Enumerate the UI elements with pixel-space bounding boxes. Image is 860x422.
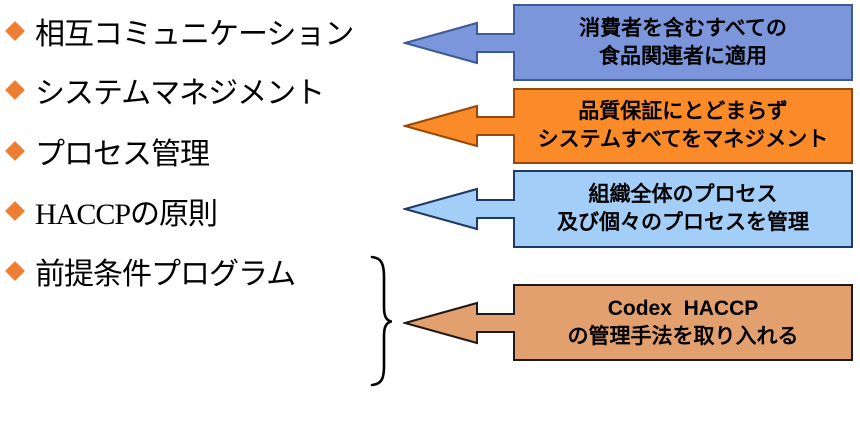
callout-text-line1: 組織全体のプロセス: [588, 183, 778, 206]
left-arrow-icon: [403, 21, 515, 64]
callout-text-line1: 品質保証にとどまらず: [578, 100, 788, 123]
diamond-bullet-icon: [5, 141, 25, 161]
list-item-label: HACCPの原則: [35, 198, 218, 231]
list-item-label: システムマネジメント: [35, 77, 325, 110]
callout-beyond-quality-assurance: 品質保証にとどまらず システムすべてをマネジメント: [403, 88, 853, 164]
callout-text-line2: システムすべてをマネジメント: [537, 128, 829, 151]
left-arrow-icon: [403, 301, 515, 344]
callout-codex-haccp: Codex HACCP の管理手法を取り入れる: [403, 284, 853, 361]
diamond-bullet-icon: [5, 261, 25, 281]
callout-box: 消費者を含むすべての 食品関連者に適用: [513, 4, 853, 81]
list-item-prerequisite-programs: 前提条件プログラム: [5, 249, 296, 293]
list-item-label: 相互コミュニケーション: [35, 18, 354, 51]
list-item-mutual-communication: 相互コミュニケーション: [5, 9, 354, 53]
list-item-label: プロセス管理: [35, 138, 210, 171]
callout-box: 品質保証にとどまらず システムすべてをマネジメント: [513, 88, 853, 164]
callout-applies-to-all: 消費者を含むすべての 食品関連者に適用: [403, 4, 853, 81]
list-item-process-control: プロセス管理: [5, 129, 210, 173]
diamond-bullet-icon: [5, 201, 25, 221]
callout-text-line1: Codex HACCP: [607, 296, 759, 320]
list-item-label: 前提条件プログラム: [35, 258, 296, 291]
callout-box: 組織全体のプロセス 及び個々のプロセスを管理: [513, 170, 853, 248]
grouping-brace-icon: [370, 255, 392, 387]
list-item-system-management: システムマネジメント: [5, 68, 325, 112]
callout-text-line1: 消費者を含むすべての: [579, 16, 787, 40]
callout-box: Codex HACCP の管理手法を取り入れる: [513, 284, 853, 361]
left-arrow-icon: [403, 104, 515, 148]
callout-text-line2: の管理手法を取り入れる: [567, 324, 799, 348]
diamond-bullet-icon: [5, 80, 25, 100]
diamond-bullet-icon: [5, 21, 25, 41]
list-item-haccp-principles: HACCPの原則: [5, 189, 218, 233]
left-arrow-icon: [403, 187, 515, 231]
callout-text-line2: 食品関連者に適用: [599, 44, 767, 68]
callout-text-line2: 及び個々のプロセスを管理: [557, 211, 809, 234]
callout-organization-processes: 組織全体のプロセス 及び個々のプロセスを管理: [403, 170, 853, 248]
